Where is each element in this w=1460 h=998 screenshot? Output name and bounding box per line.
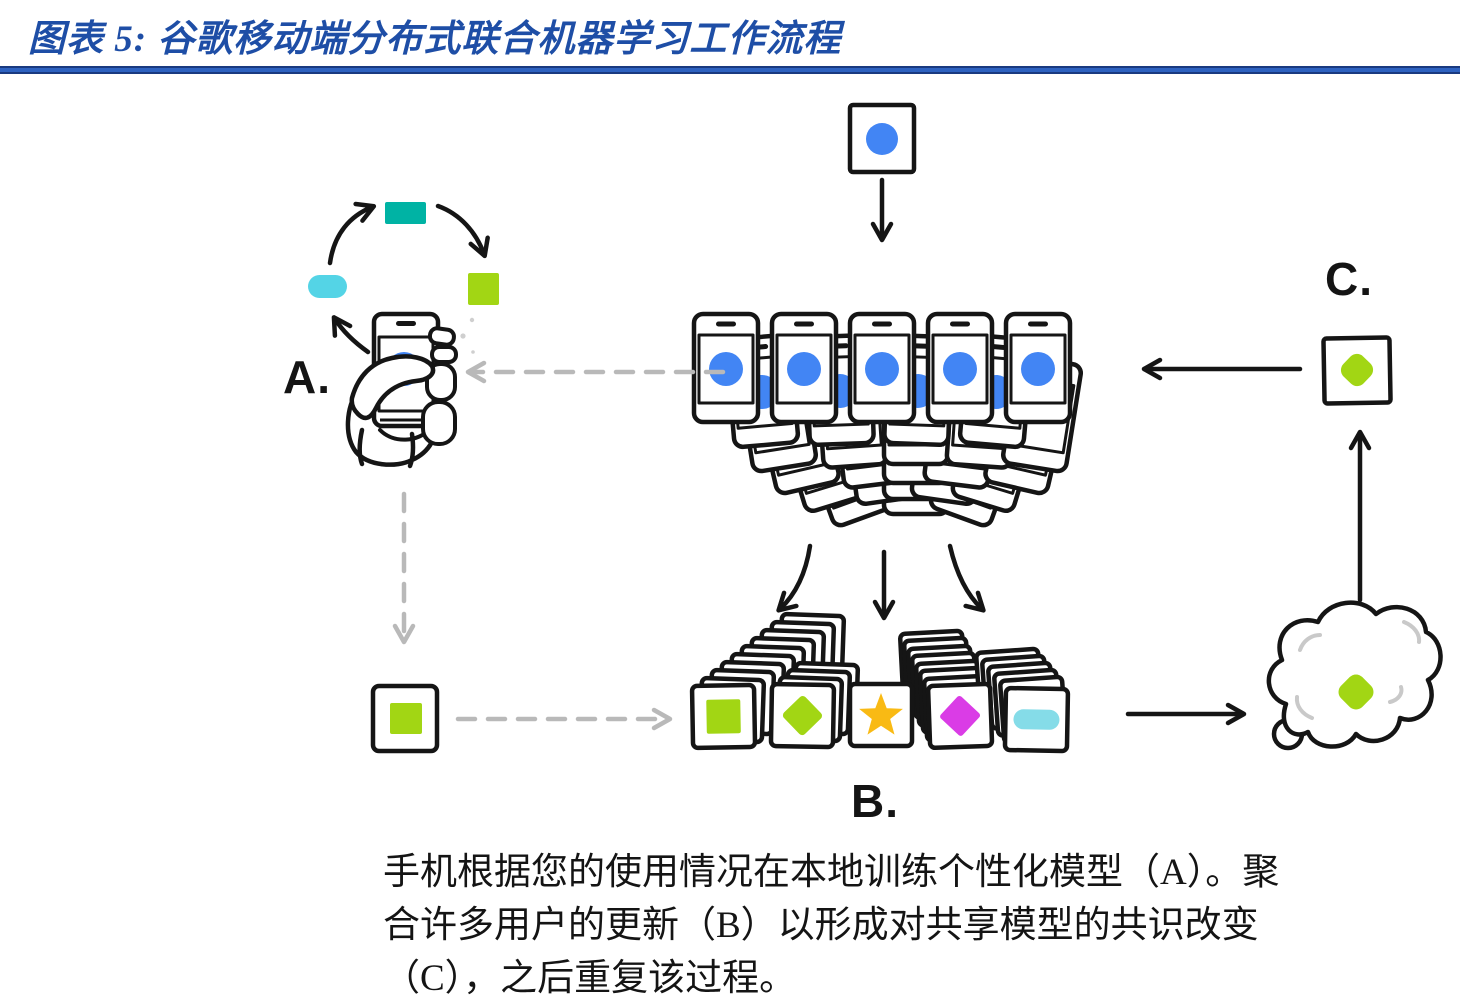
step-label-c: C. [1325,253,1373,305]
green-diamond-icon [782,695,823,736]
phone-icon [772,314,836,422]
step-label-b: B. [851,775,899,827]
update-card-green-square [692,685,755,748]
caption-line-3: （C），之后重复该过程。 [383,958,797,998]
caption-line-1: 手机根据您的使用情况在本地训练个性化模型（A）。聚 [383,852,1280,893]
cyan-pill-icon [1013,709,1060,730]
update-card-cyan-pill [1005,688,1068,751]
green-rounded-diamond-icon [1340,353,1374,387]
update-card-green-diamond [771,684,834,747]
phone-cluster [694,314,1082,528]
diagram-canvas [308,102,1443,834]
green-square-icon [468,273,499,305]
update-card-gold-star [850,684,912,746]
gold-star-icon [859,693,903,735]
federated-learning-diagram: A. B. C. [0,74,1460,834]
cycle-arrow-1 [327,201,377,266]
shared-model-box [847,102,917,175]
green-rounded-diamond-icon [1338,674,1374,710]
cycle-arrow-2 [435,203,490,259]
figure-caption: 手机根据您的使用情况在本地训练个性化模型（A）。聚 合许多用户的更新（B）以形成… [383,846,1403,998]
title-divider [0,66,1460,74]
hand-holding-phone-icon [345,311,458,469]
update-card-magenta-diamond [928,684,992,748]
teal-rectangle-icon [385,202,426,224]
step-label-a: A. [283,351,331,403]
phone-icon [694,314,758,422]
green-square-icon [390,703,422,734]
caption-line-2: 合许多用户的更新（B）以形成对共享模型的共识改变 [383,905,1259,946]
local-update-box [370,683,440,754]
phone-icon [928,314,992,422]
cyan-pill-icon [308,275,347,298]
phone-icon [1006,314,1070,422]
cloud-icon [1266,600,1443,751]
consensus-box [1321,335,1393,406]
arrow-phones-to-b-left [776,543,813,613]
phone-icon [850,314,914,422]
local-training-cycle [308,201,499,355]
arrow-phones-to-b-right [947,543,986,613]
green-square-icon [706,699,741,734]
cycle-arrow-3 [331,315,371,355]
blue-circle-icon [866,123,898,155]
update-stacks [692,614,1068,751]
magenta-diamond-icon [940,695,981,736]
figure-title: 图表 5: 谷歌移动端分布式联合机器学习工作流程 [28,19,842,60]
thumb [349,354,436,421]
